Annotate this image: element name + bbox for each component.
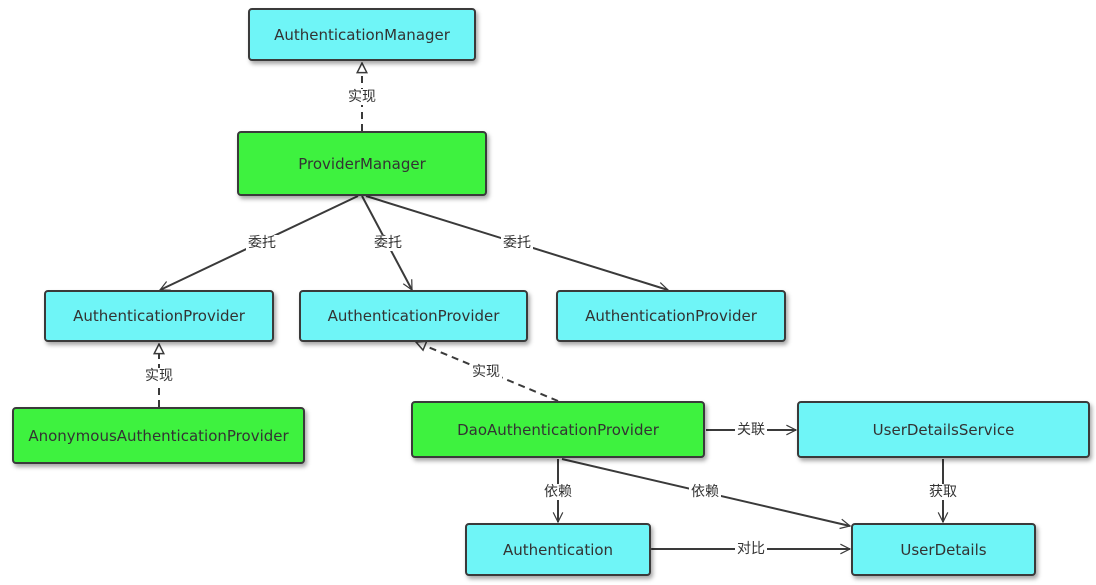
edge-label-depends-2: 依赖 [689,484,721,500]
node-authentication-provider-2: AuthenticationProvider [299,290,528,342]
node-authentication-provider-1: AuthenticationProvider [44,290,274,342]
edge-label-implements-dao: 实现 [470,364,502,380]
edge-label-delegate-1: 委托 [246,235,278,251]
edge-label-implements-anonymous: 实现 [143,368,175,384]
edge-label-depends-1: 依赖 [542,484,574,500]
edge-label-implements-top: 实现 [346,89,378,105]
node-user-details-service: UserDetailsService [797,401,1090,458]
edge-label-delegate-3: 委托 [501,235,533,251]
node-user-details: UserDetails [851,523,1036,576]
edge-label-associates: 关联 [735,422,767,438]
node-authentication: Authentication [465,523,651,576]
node-provider-manager: ProviderManager [237,131,487,196]
edge-label-delegate-2: 委托 [372,235,404,251]
node-authentication-provider-3: AuthenticationProvider [556,290,786,342]
node-authentication-manager: AuthenticationManager [248,8,476,61]
edge-label-compares: 对比 [735,541,767,557]
node-dao-authentication-provider: DaoAuthenticationProvider [411,401,705,458]
edge-label-obtains: 获取 [927,484,959,500]
node-anonymous-authentication-provider: AnonymousAuthenticationProvider [12,407,305,464]
